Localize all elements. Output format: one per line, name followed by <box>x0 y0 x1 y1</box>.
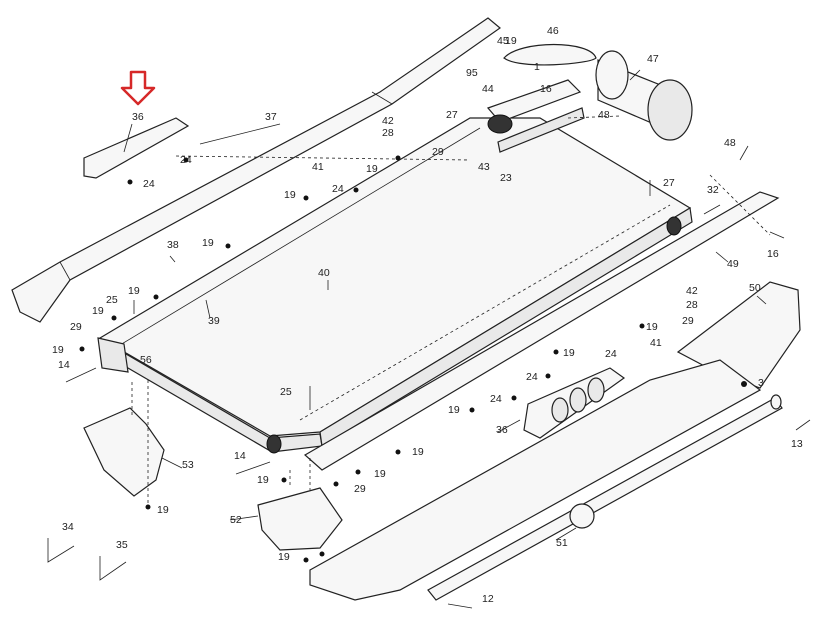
hex-key-35 <box>99 556 127 581</box>
motor <box>595 50 693 141</box>
callout-27: 27 <box>446 109 458 121</box>
callout-28: 28 <box>382 127 394 139</box>
callout-32: 32 <box>707 184 719 196</box>
base-axle-tube <box>427 394 783 601</box>
callout-29c: 29 <box>682 315 694 327</box>
callout-19: 19 <box>505 35 517 47</box>
callout-24: 24 <box>332 183 344 195</box>
callout-47: 47 <box>647 53 659 65</box>
bottom-rail-cover <box>309 359 762 601</box>
callout-19m: 19 <box>257 474 269 486</box>
left-cushion-36 <box>83 117 190 179</box>
callout-42b: 42 <box>686 285 698 297</box>
callout-25: 25 <box>106 294 118 306</box>
callout-95: 95 <box>466 67 478 79</box>
callout-19l: 19 <box>374 468 386 480</box>
callout-29b: 29 <box>70 321 82 333</box>
callout-23: 23 <box>500 172 512 184</box>
callout-28b: 28 <box>686 299 698 311</box>
assembly-lines <box>131 115 771 504</box>
motor-bracket <box>486 79 585 153</box>
callout-19k: 19 <box>412 446 424 458</box>
callout-48: 48 <box>598 109 610 121</box>
callout-40: 40 <box>318 267 330 279</box>
left-end-cap-53 <box>83 407 165 497</box>
callout-24f: 24 <box>490 393 502 405</box>
callout-24d: 24 <box>605 348 617 360</box>
callout-19j: 19 <box>448 404 460 416</box>
highlight-arrow-icon <box>120 70 156 106</box>
callout-12: 12 <box>482 593 494 605</box>
right-cushion-36 <box>523 367 626 439</box>
callout-36: 36 <box>132 111 144 123</box>
callout-49: 49 <box>727 258 739 270</box>
callout-53: 53 <box>182 459 194 471</box>
callout-45: 45 <box>497 35 509 47</box>
callout-44: 44 <box>482 83 494 95</box>
right-end-cap-52 <box>257 487 343 551</box>
callout-41b: 41 <box>650 337 662 349</box>
callout-24e: 24 <box>526 371 538 383</box>
callout-29: 29 <box>432 146 444 158</box>
callout-19c: 19 <box>284 189 296 201</box>
front-roller <box>266 434 282 454</box>
callout-51: 51 <box>556 537 568 549</box>
callout-38: 38 <box>167 239 179 251</box>
callout-13: 13 <box>791 438 803 450</box>
callout-48b: 48 <box>724 137 736 149</box>
callout-19g: 19 <box>52 344 64 356</box>
callout-35: 35 <box>116 539 128 551</box>
callout-41: 41 <box>312 161 324 173</box>
callout-16b: 16 <box>767 248 779 260</box>
callout-24c: 24 <box>143 178 155 190</box>
callout-labels: 45 19 46 1 95 44 16 47 48 48 27 43 23 42… <box>52 25 803 605</box>
callout-27b: 27 <box>663 177 675 189</box>
callout-25b: 25 <box>280 386 292 398</box>
callout-29d: 29 <box>354 483 366 495</box>
callout-14: 14 <box>58 359 70 371</box>
callout-19h: 19 <box>646 321 658 333</box>
left-rail-cover <box>11 17 501 323</box>
callout-43: 43 <box>478 161 490 173</box>
hex-key-34 <box>47 538 75 563</box>
bolts <box>65 180 811 609</box>
callout-19e: 19 <box>128 285 140 297</box>
callout-19f: 19 <box>92 305 104 317</box>
fasteners <box>79 155 747 563</box>
callout-1: 1 <box>534 61 540 73</box>
callout-52: 52 <box>230 514 242 526</box>
drive-belt <box>503 44 597 66</box>
callout-50: 50 <box>749 282 761 294</box>
callout-19i: 19 <box>563 347 575 359</box>
callout-19n: 19 <box>157 504 169 516</box>
callout-19d: 19 <box>202 237 214 249</box>
callout-37: 37 <box>265 111 277 123</box>
right-frame-rail <box>303 191 780 471</box>
left-roller-bracket-56 <box>97 337 129 373</box>
callout-19b: 19 <box>366 163 378 175</box>
rear-roller <box>666 216 682 236</box>
callout-39: 39 <box>208 315 220 327</box>
callout-46: 46 <box>547 25 559 37</box>
callout-leaders <box>123 69 767 541</box>
callout-3: 3 <box>758 377 764 389</box>
callout-14b: 14 <box>234 450 246 462</box>
callout-42: 42 <box>382 115 394 127</box>
callout-34: 34 <box>62 521 74 533</box>
callout-56: 56 <box>140 354 152 366</box>
callout-19o: 19 <box>278 551 290 563</box>
callout-16: 16 <box>540 83 552 95</box>
